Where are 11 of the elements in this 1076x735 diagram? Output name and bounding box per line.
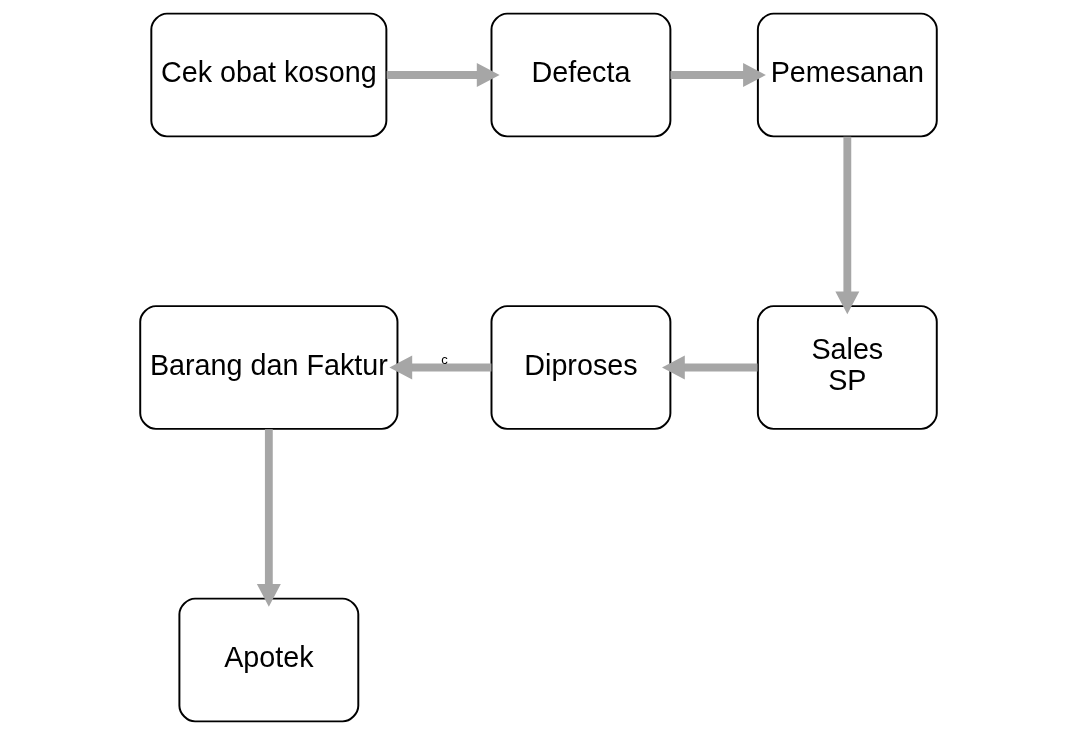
node-box: Cek obat kosong [149,12,387,138]
node-box: Apotek [177,597,359,723]
node-box: Sales SP [756,305,938,430]
arrow [661,355,757,380]
node-box: Barang dan Faktur [138,305,398,430]
edge-label: c [440,351,448,367]
arrow [388,355,491,380]
arrow [669,63,766,87]
node-box: Defecta [490,12,671,138]
node-box: Diproses [490,305,671,430]
node-box: Pemesanan [756,12,938,138]
